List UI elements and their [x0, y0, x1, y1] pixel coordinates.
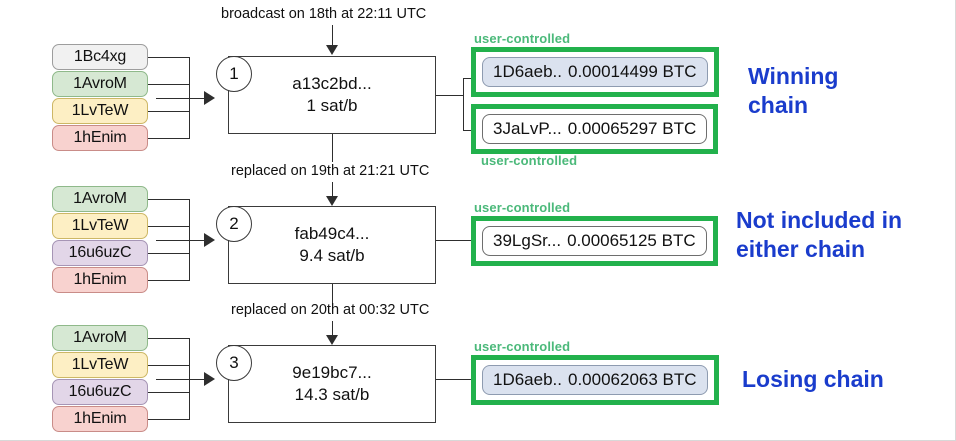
- edge-label-replaced-2: replaced on 20th at 00:32 UTC: [231, 302, 430, 318]
- input-pill[interactable]: 1AvroM: [52, 71, 148, 97]
- connector-replace-stem-2: [332, 284, 333, 304]
- output-address: 3JaLvP...: [493, 119, 562, 138]
- connector-input: [148, 365, 190, 366]
- connector-output-bus: [463, 78, 464, 130]
- output-box[interactable]: 39LgSr... 0.00065125 BTC: [471, 216, 718, 266]
- arrow-down-into-tx3: [326, 335, 338, 345]
- output-pill[interactable]: 3JaLvP... 0.00065297 BTC: [482, 114, 708, 144]
- connector-input: [148, 392, 190, 393]
- arrow-right-into-tx1: [204, 91, 215, 105]
- output-pill[interactable]: 39LgSr... 0.00065125 BTC: [482, 226, 707, 256]
- edge-label-broadcast: broadcast on 18th at 22:11 UTC: [221, 6, 427, 22]
- transaction-id: fab49c4...: [294, 224, 370, 244]
- connector-input-bus: [189, 199, 190, 280]
- input-pill[interactable]: 16u6uzC: [52, 240, 148, 266]
- arrow-right-into-tx3: [204, 372, 215, 386]
- connector-replace-1: [332, 182, 333, 199]
- input-pill[interactable]: 1AvroM: [52, 325, 148, 351]
- input-pill[interactable]: 1Bc4xg: [52, 44, 148, 70]
- output-tag-user-controlled: user-controlled: [481, 153, 578, 168]
- output-address: 1D6aeb..: [493, 62, 562, 81]
- connector-input: [148, 84, 190, 85]
- chain-annotation-3: Losing chain: [742, 365, 884, 394]
- input-pill[interactable]: 1LvTeW: [52, 213, 148, 239]
- transaction-box-2[interactable]: fab49c4... 9.4 sat/b: [228, 206, 436, 284]
- output-pill[interactable]: 1D6aeb.. 0.00062063 BTC: [482, 365, 708, 395]
- input-pill[interactable]: 1hEnim: [52, 125, 148, 151]
- edge-label-replaced-1: replaced on 19th at 21:21 UTC: [231, 163, 430, 179]
- transaction-feerate: 14.3 sat/b: [294, 385, 370, 404]
- connector-input: [148, 419, 190, 420]
- transaction-box-1[interactable]: a13c2bd... 1 sat/b: [228, 56, 436, 134]
- output-pill[interactable]: 1D6aeb.. 0.00014499 BTC: [482, 57, 708, 87]
- input-pill[interactable]: 16u6uzC: [52, 379, 148, 405]
- connector-input-bus: [189, 338, 190, 419]
- connector-input: [148, 57, 190, 58]
- connector-input: [148, 111, 190, 112]
- connector-output-stem: [436, 95, 464, 96]
- output-box[interactable]: 1D6aeb.. 0.00014499 BTC: [471, 47, 719, 97]
- output-box[interactable]: 1D6aeb.. 0.00062063 BTC: [471, 355, 719, 405]
- connector-input-into-tx: [156, 240, 206, 241]
- connector-input: [148, 338, 190, 339]
- input-pill[interactable]: 1LvTeW: [52, 352, 148, 378]
- connector-top-stem: [332, 25, 333, 47]
- output-amount: 0.00014499 BTC: [568, 62, 697, 81]
- output-group: 1D6aeb.. 0.00062063 BTC: [471, 355, 719, 405]
- transaction-feerate: 9.4 sat/b: [299, 246, 365, 265]
- input-pill[interactable]: 1LvTeW: [52, 98, 148, 124]
- output-group: 1D6aeb.. 0.00014499 BTC: [471, 47, 719, 97]
- output-group: 3JaLvP... 0.00065297 BTC: [471, 104, 719, 154]
- transaction-index-badge: 2: [216, 206, 252, 242]
- output-tag-user-controlled: user-controlled: [474, 200, 571, 215]
- arrow-down-into-tx2: [326, 196, 338, 206]
- transaction-index-badge: 1: [216, 56, 252, 92]
- transaction-box-3[interactable]: 9e19bc7... 14.3 sat/b: [228, 345, 436, 423]
- output-amount: 0.00065125 BTC: [567, 231, 696, 250]
- chain-annotation-line2: chain: [748, 91, 809, 118]
- input-pill[interactable]: 1hEnim: [52, 267, 148, 293]
- connector-input: [148, 138, 190, 139]
- input-pill[interactable]: 1AvroM: [52, 186, 148, 212]
- transaction-index-badge: 3: [216, 345, 252, 381]
- chain-annotation-2: Not included in either chain: [736, 206, 902, 264]
- connector-input: [148, 253, 190, 254]
- connector-input-bus: [189, 57, 190, 138]
- output-amount: 0.00065297 BTC: [567, 119, 697, 138]
- chain-annotation-1: Winning chain: [748, 62, 838, 120]
- transaction-feerate: 1 sat/b: [306, 96, 358, 115]
- connector-input-into-tx: [156, 98, 206, 99]
- output-amount: 0.00062063 BTC: [568, 370, 697, 389]
- arrow-right-into-tx2: [204, 233, 215, 247]
- connector-replace-stem-1: [332, 134, 333, 162]
- output-address: 39LgSr...: [493, 231, 562, 250]
- output-tag-user-controlled: user-controlled: [474, 31, 571, 46]
- connector-input: [148, 199, 190, 200]
- output-tag-user-controlled: user-controlled: [474, 339, 571, 354]
- chain-annotation-line1: Not included in: [736, 207, 903, 233]
- output-address: 1D6aeb..: [493, 370, 562, 389]
- connector-input: [148, 226, 190, 227]
- output-group: 39LgSr... 0.00065125 BTC: [471, 216, 718, 266]
- connector-input-into-tx: [156, 379, 206, 380]
- arrow-down-into-tx1: [326, 45, 338, 55]
- chain-annotation-line1: Winning: [748, 63, 839, 89]
- output-box[interactable]: 3JaLvP... 0.00065297 BTC: [471, 104, 719, 154]
- connector-input: [148, 280, 190, 281]
- transaction-id: 9e19bc7...: [292, 363, 372, 383]
- transaction-id: a13c2bd...: [292, 74, 372, 94]
- connector-output: [436, 379, 481, 380]
- input-pill[interactable]: 1hEnim: [52, 406, 148, 432]
- chain-annotation-line1: Losing chain: [742, 366, 884, 392]
- chain-annotation-line2: either chain: [736, 235, 866, 262]
- connector-output: [436, 240, 481, 241]
- connector-replace-2: [332, 321, 333, 338]
